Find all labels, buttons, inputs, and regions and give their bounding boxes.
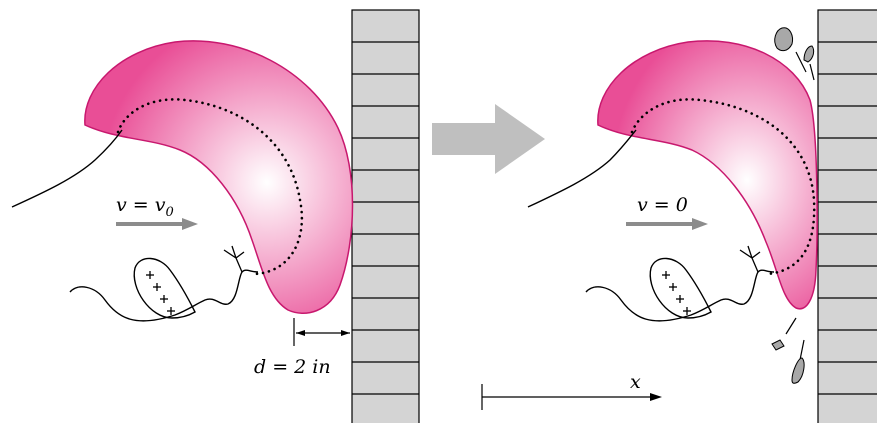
velocity-arrow-right	[626, 218, 708, 230]
tongue-loop-right	[650, 258, 711, 318]
distance-label: d = 2 in	[254, 356, 331, 378]
body-shape-right	[598, 41, 817, 309]
branch-mark-left	[224, 246, 244, 272]
before-panel: v = v0 d = 2 in	[12, 10, 419, 423]
x-axis-label: x	[630, 371, 641, 393]
neck-line-left	[12, 130, 122, 207]
velocity-arrow-left	[116, 218, 198, 230]
velocity-label-left: v = v0	[116, 194, 174, 220]
wall-left	[352, 10, 419, 423]
neck-line-right	[528, 130, 636, 207]
debris-bottom	[772, 318, 804, 383]
right-arrow-icon	[432, 104, 545, 174]
tongue-loop-left	[134, 258, 195, 318]
body-shape-left	[85, 41, 353, 313]
branch-mark-right	[740, 246, 760, 272]
velocity-label-right: v = 0	[637, 194, 688, 216]
distance-dimension	[294, 318, 350, 346]
wall-right	[818, 10, 877, 423]
after-panel: v = 0 x	[482, 10, 877, 423]
